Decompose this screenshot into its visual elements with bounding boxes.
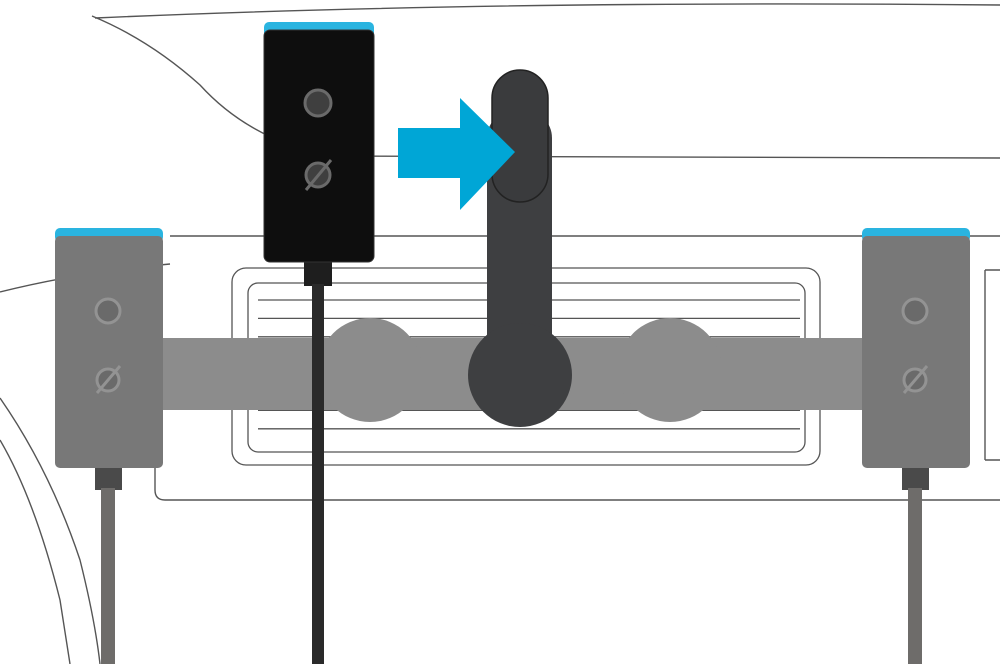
active-device[interactable]	[263, 22, 375, 664]
mic-off-icon	[95, 365, 122, 394]
ghost-device-right	[862, 228, 970, 664]
mount-clip[interactable]	[468, 69, 572, 427]
action-button-icon[interactable]	[303, 88, 333, 118]
action-button-icon	[94, 297, 122, 325]
action-button-icon	[901, 297, 929, 325]
ghost-device-left	[55, 228, 163, 664]
arrow-right-icon	[398, 98, 515, 210]
mic-off-icon[interactable]	[304, 159, 333, 191]
mic-off-icon	[902, 365, 929, 394]
